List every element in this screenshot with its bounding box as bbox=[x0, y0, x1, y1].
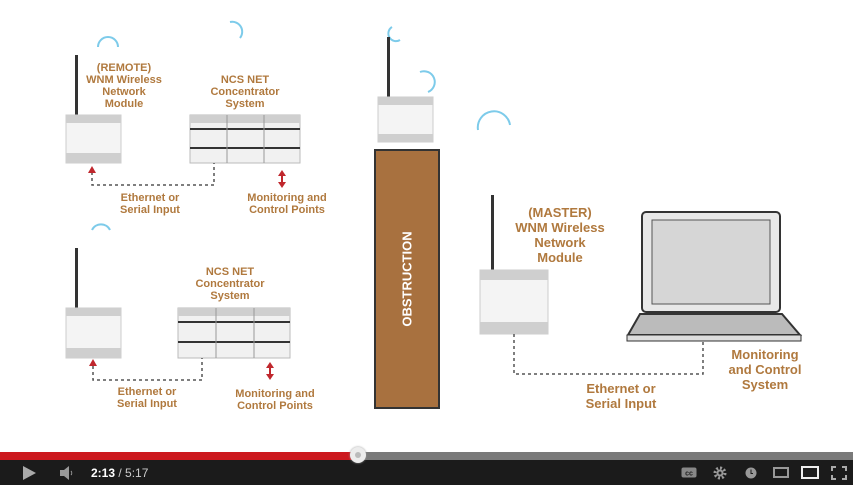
ethernet-label: Ethernet or Serial Input bbox=[120, 192, 180, 216]
signal-arc-icon bbox=[476, 110, 511, 131]
master-module-device bbox=[479, 195, 549, 335]
play-icon bbox=[23, 465, 36, 480]
ethernet-label-master: Ethernet or Serial Input bbox=[585, 381, 657, 411]
volume-icon bbox=[60, 465, 73, 480]
fullscreen-button[interactable] bbox=[828, 460, 850, 485]
concentrator-label-2: NCS NET Concentrator System bbox=[195, 266, 265, 302]
obstruction-label: OBSTRUCTION bbox=[399, 231, 415, 327]
laptop-computer bbox=[626, 211, 803, 342]
time-display: 2:13 / 5:17 bbox=[91, 466, 149, 480]
monitoring-points-label-2: Monitoring and Control Points bbox=[235, 388, 315, 412]
signal-arc-icon bbox=[229, 20, 244, 39]
remote-module-device bbox=[65, 55, 122, 164]
captions-button[interactable]: cc bbox=[678, 460, 700, 485]
master-module-label: (MASTER) WNM Wireless Network Module bbox=[515, 205, 605, 265]
signal-arc-icon bbox=[387, 26, 401, 43]
obstruction-block bbox=[374, 149, 440, 409]
network-diagram bbox=[65, 20, 803, 409]
remote-module-label: (REMOTE) WNM Wireless Network Module bbox=[86, 62, 162, 110]
concentrator-device-1 bbox=[189, 114, 301, 164]
fullscreen-icon bbox=[831, 465, 847, 480]
captions-icon: cc bbox=[681, 467, 697, 478]
volume-button[interactable] bbox=[56, 460, 80, 485]
svg-text:cc: cc bbox=[685, 471, 693, 478]
signal-arc-icon bbox=[419, 70, 436, 93]
duration: 5:17 bbox=[125, 466, 149, 480]
large-player-button[interactable] bbox=[799, 460, 821, 485]
concentrator-device-2 bbox=[177, 307, 291, 359]
play-button[interactable] bbox=[14, 460, 44, 485]
relay-module-device bbox=[377, 37, 434, 143]
settings-button[interactable] bbox=[709, 460, 731, 485]
remote-module-device-2 bbox=[65, 248, 122, 359]
small-player-button[interactable] bbox=[770, 460, 792, 485]
video-frame[interactable]: (REMOTE) WNM Wireless Network Module NCS… bbox=[0, 0, 853, 452]
monitoring-points-label: Monitoring and Control Points bbox=[247, 192, 327, 216]
current-time: 2:13 bbox=[91, 466, 116, 480]
signal-arc-icon bbox=[97, 36, 119, 48]
ethernet-label-2: Ethernet or Serial Input bbox=[117, 386, 177, 410]
monitoring-system-label: Monitoring and Control System bbox=[728, 347, 802, 392]
watch-later-button[interactable] bbox=[740, 460, 762, 485]
progress-bar[interactable] bbox=[0, 447, 853, 463]
scrubber-handle[interactable] bbox=[350, 447, 367, 463]
large-player-icon bbox=[801, 466, 819, 479]
progress-played bbox=[0, 452, 359, 460]
settings-icon bbox=[713, 466, 727, 479]
concentrator-label: NCS NET Concentrator System bbox=[210, 74, 280, 110]
small-player-icon bbox=[773, 467, 789, 478]
signal-arc-icon bbox=[91, 223, 111, 231]
watch-later-icon bbox=[745, 467, 757, 478]
